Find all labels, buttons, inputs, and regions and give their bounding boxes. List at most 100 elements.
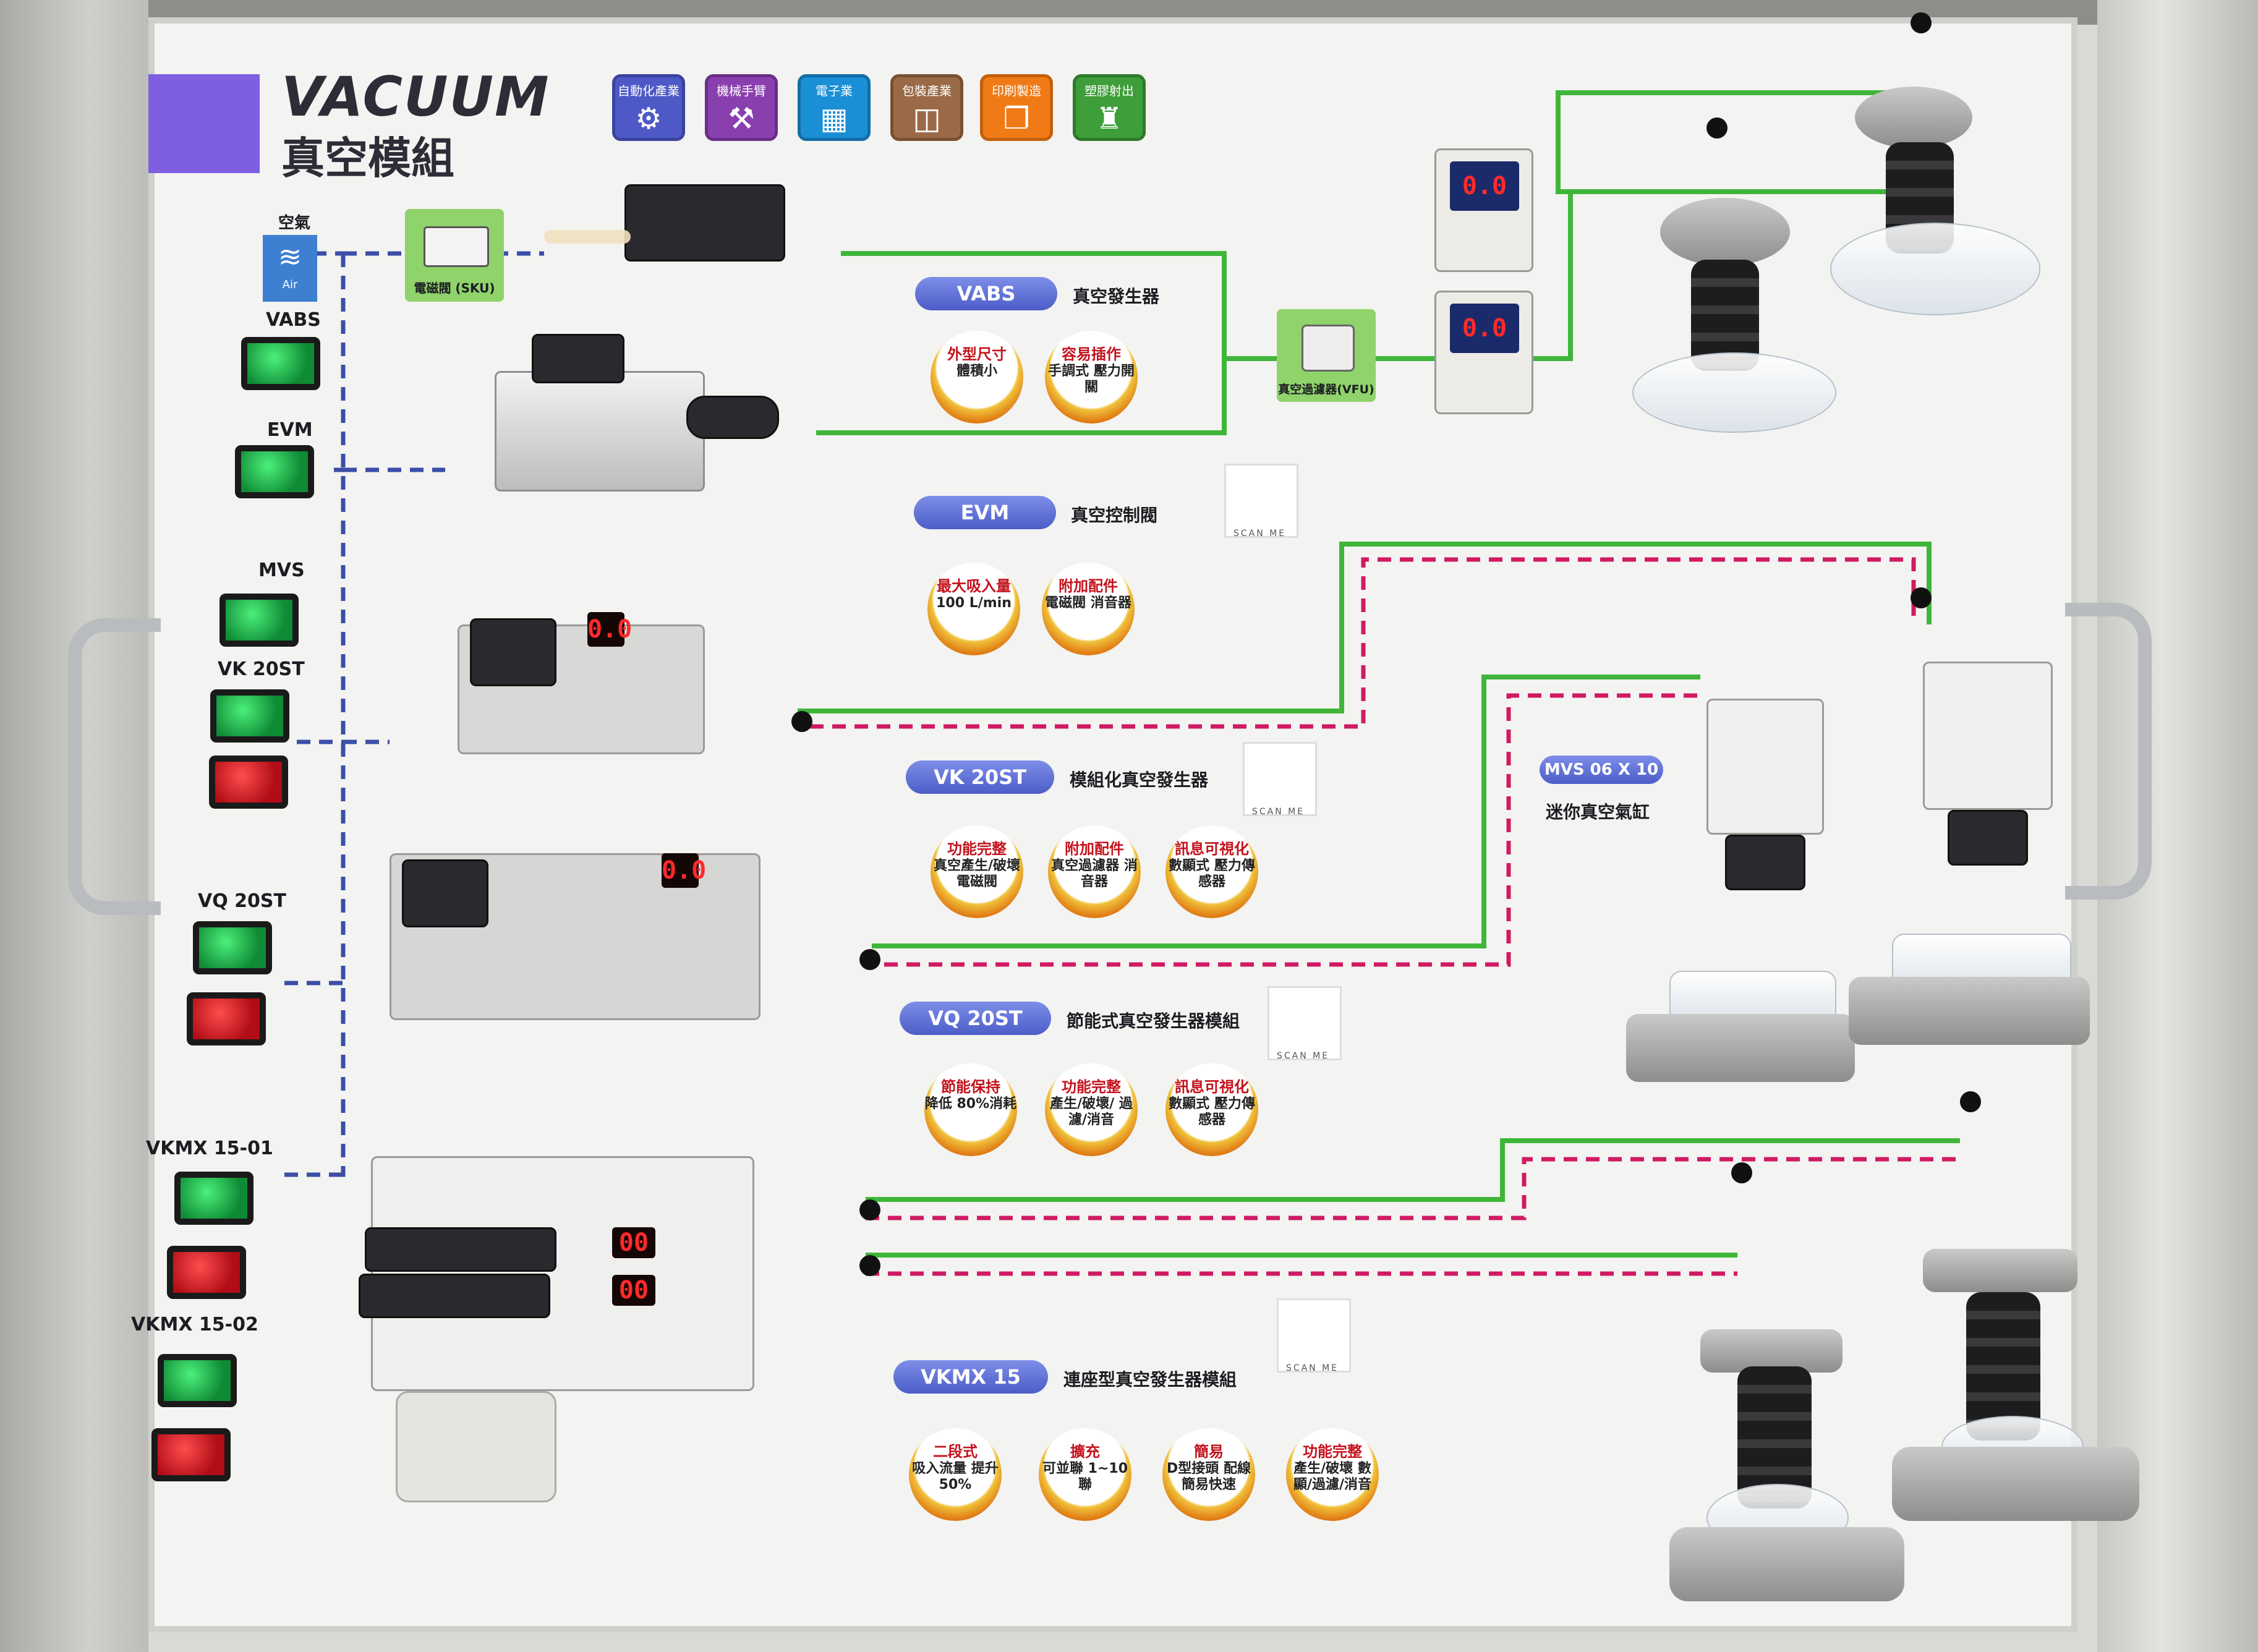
vkmx15-qr-code[interactable] <box>1277 1298 1351 1373</box>
gauge-bottom-display: 0.0 <box>1450 304 1519 353</box>
right-handle <box>2065 603 2152 900</box>
vkmx15-desc: 連座型真空發生器模組 <box>1063 1369 1237 1390</box>
vq20st-valve <box>402 859 488 927</box>
vkmx15-badge-1: 二段式 吸入流量 提升50% <box>909 1428 1002 1521</box>
vacuum-cup-mount-1 <box>1660 198 1790 266</box>
vacuum-cup-mount-4 <box>1923 1249 2077 1292</box>
d-sub-connector <box>396 1391 556 1502</box>
vfu-card: 真空過濾器(VFU) <box>1277 309 1376 402</box>
industry-label: 塑膠射出 <box>1084 83 1134 98</box>
vkmx1502-vacuum-button[interactable] <box>158 1354 237 1407</box>
vk20st-desc: 模組化真空發生器 <box>1070 770 1209 790</box>
vkmx15-display-2: 00 <box>612 1275 655 1306</box>
vq20st-display: 0.0 <box>662 853 706 888</box>
robot-arm-icon: 自動化產業 ⚙ <box>612 74 685 141</box>
tube-port <box>1960 1091 1981 1112</box>
badge-body: 數顯式 壓力傳感器 <box>1169 1096 1255 1128</box>
badge-body: 100 L/min <box>936 595 1012 611</box>
gauge-top-display: 0.0 <box>1450 161 1519 211</box>
vkmx15-badge-3: 簡易 D型接頭 配線簡易快速 <box>1162 1428 1255 1521</box>
badge-title: 訊息可視化 <box>1175 1078 1249 1096</box>
chip-icon: 電子業 ▦ <box>798 74 871 141</box>
pressure-gauge-top: 0.0 <box>1434 148 1533 272</box>
mvs-cylinder-2-base <box>1948 810 2028 866</box>
vq20st-badge-2: 功能完整 產生/破壞/ 過濾/消音 <box>1045 1063 1138 1156</box>
acrylic-disk-1 <box>1632 352 1836 433</box>
badge-title: 功能完整 <box>1303 1443 1362 1460</box>
badge-body: 產生/破壞 數顯/過濾/消音 <box>1293 1461 1372 1492</box>
vacuum-cup-mount-2 <box>1855 87 1972 148</box>
vabs-button[interactable] <box>241 337 320 390</box>
industry-label: 機械手臂 <box>717 83 766 98</box>
vk20st-valve <box>470 618 556 686</box>
panel-label-vk20st: VK 20ST <box>218 658 305 680</box>
aluminum-bracket-4 <box>1892 1447 2139 1521</box>
aluminum-bracket-3 <box>1669 1527 1904 1601</box>
badge-body: 真空產生/破壞 電磁閥 <box>933 858 1021 890</box>
badge-title: 外型尺寸 <box>947 346 1007 363</box>
evm-badge-2: 附加配件 電磁閥 消音器 <box>1042 563 1135 655</box>
evm-solenoid <box>532 334 624 383</box>
vkmx15-badge-2: 擴充 可並聯 1~10聯 <box>1039 1428 1131 1521</box>
vq20st-vacuum-button[interactable] <box>193 921 272 974</box>
vq20st-qr-text: SCAN ME <box>1277 1051 1330 1061</box>
badge-body: 產生/破壞/ 過濾/消音 <box>1050 1096 1133 1128</box>
mvs-desc: 迷你真空氣缸 <box>1546 802 1650 822</box>
vkmx1501-break-button[interactable] <box>167 1246 246 1299</box>
vabs-device <box>624 184 785 262</box>
vabs-pill: VABS <box>915 277 1057 310</box>
evm-pill: EVM <box>914 496 1056 529</box>
evm-qr-code[interactable] <box>1224 464 1298 538</box>
badge-title: 功能完整 <box>947 840 1007 858</box>
badge-title: 容易插作 <box>1062 346 1121 363</box>
aluminum-bracket-1 <box>1626 1014 1855 1082</box>
evm-badge-1: 最大吸入量 100 L/min <box>927 563 1020 655</box>
mvs-cylinder-1 <box>1706 699 1824 835</box>
solenoid-valve-label: 電磁閥 (SKU) <box>414 281 495 296</box>
vkmx1502-break-button[interactable] <box>151 1428 231 1481</box>
vk20st-break-button[interactable] <box>209 756 288 809</box>
evm-desc: 真空控制閥 <box>1071 505 1158 526</box>
vkmx1501-vacuum-button[interactable] <box>174 1172 253 1225</box>
badge-body: 吸入流量 提升50% <box>912 1461 999 1492</box>
vq20st-badge-3: 訊息可視化 數顯式 壓力傳感器 <box>1165 1063 1258 1156</box>
vacuum-cup-mount-3 <box>1700 1329 1843 1373</box>
evm-device <box>495 371 705 492</box>
industry-label: 包裝產業 <box>902 83 952 98</box>
vk20st-qr-text: SCAN ME <box>1252 807 1305 817</box>
panel-label-evm: EVM <box>267 419 313 441</box>
valve-icon <box>424 226 489 267</box>
tube-port <box>859 949 880 970</box>
badge-title: 擴充 <box>1070 1443 1100 1460</box>
badge-title: 附加配件 <box>1059 577 1118 595</box>
industry-label: 自動化產業 <box>618 83 680 98</box>
vk20st-pill: VK 20ST <box>906 760 1054 794</box>
badge-title: 附加配件 <box>1065 840 1124 858</box>
vk20st-badge-3: 訊息可視化 數顯式 壓力傳感器 <box>1165 825 1258 918</box>
vabs-desc: 真空發生器 <box>1073 286 1160 307</box>
vk20st-qr-code[interactable] <box>1243 742 1317 816</box>
badge-body: 降低 80%消耗 <box>924 1096 1017 1112</box>
badge-body: 體積小 <box>956 364 997 379</box>
industry-label: 印刷製造 <box>992 83 1041 98</box>
document-icon: 印刷製造 ❐ <box>980 74 1053 141</box>
badge-title: 二段式 <box>933 1443 978 1460</box>
mechanical-arm-icon: 機械手臂 ⚒ <box>705 74 778 141</box>
panel-label-vabs: VABS <box>266 309 321 331</box>
panel-label-vq20st: VQ 20ST <box>198 890 286 912</box>
vq20st-qr-code[interactable] <box>1267 986 1342 1060</box>
badge-body: 可並聯 1~10聯 <box>1042 1461 1128 1492</box>
air-sub-label: Air <box>282 278 298 291</box>
vkmx15-display-1: 00 <box>612 1227 655 1258</box>
aluminum-bracket-2 <box>1849 977 2090 1045</box>
evm-button[interactable] <box>235 445 314 498</box>
filter-icon <box>1302 325 1355 372</box>
tube-port <box>1706 117 1728 138</box>
vkmx15-badge-4: 功能完整 產生/破壞 數顯/過濾/消音 <box>1286 1428 1379 1521</box>
vabs-badge-2: 容易插作 手調式 壓力開關 <box>1045 331 1138 424</box>
mvs-button[interactable] <box>219 594 299 647</box>
vq20st-break-button[interactable] <box>187 992 266 1045</box>
vk20st-vacuum-button[interactable] <box>210 689 289 743</box>
air-label: 空氣 <box>278 214 311 232</box>
